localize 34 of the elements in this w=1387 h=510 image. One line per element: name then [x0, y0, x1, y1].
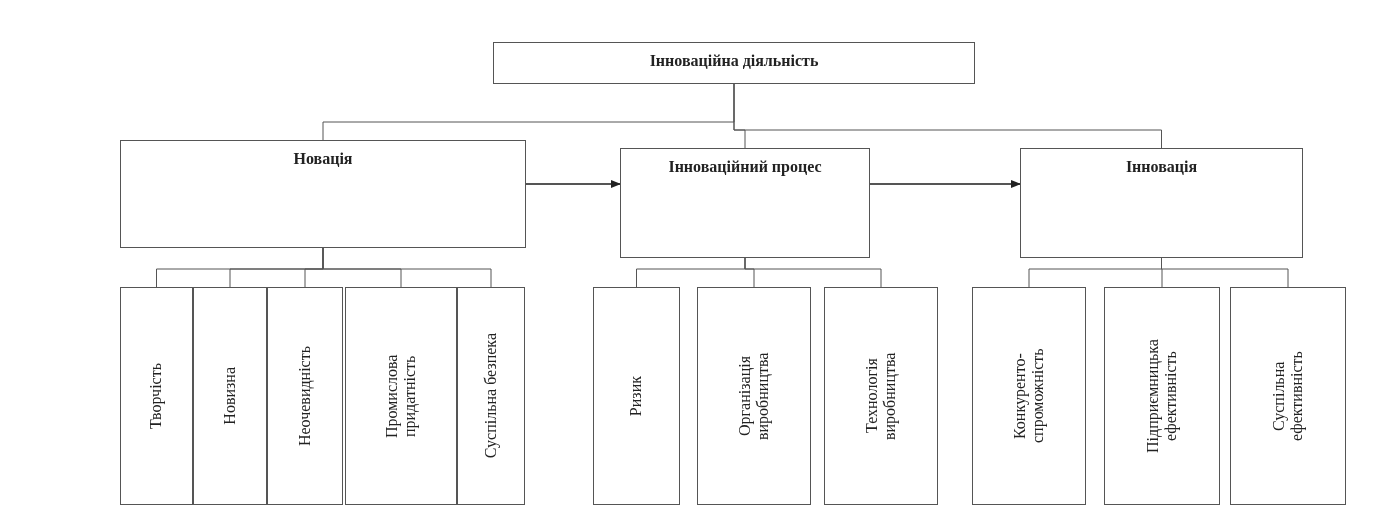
- attribute-label: Суспільна ефективність: [1269, 350, 1307, 443]
- attribute-box: [1230, 287, 1346, 505]
- concept-title: Інноваційний процес: [667, 157, 823, 177]
- attribute-box: [593, 287, 680, 505]
- attribute-label: Конкуренто-спроможність: [1010, 347, 1048, 446]
- connector-line: [733, 83, 1162, 149]
- arrow: [525, 180, 621, 188]
- attribute-box: [193, 287, 267, 505]
- attribute-label: Організація виробництва: [735, 351, 773, 442]
- attribute-label: Технологія виробництва: [862, 351, 900, 442]
- attribute-label: Новизна: [220, 367, 239, 425]
- concept-title: Інновація: [1124, 157, 1199, 177]
- concept-box: [620, 148, 870, 258]
- attribute-box: [824, 287, 938, 505]
- attribute-box: [120, 287, 193, 505]
- concept-title: Новація: [292, 149, 354, 169]
- concept-box: [1020, 148, 1303, 258]
- attribute-box: [457, 287, 525, 505]
- concept-box: [493, 42, 975, 84]
- attribute-label: Неочевидність: [295, 345, 315, 446]
- attribute-label: Ризик: [627, 375, 646, 417]
- attribute-label: Суспільна безпека: [481, 333, 501, 459]
- attribute-box: [345, 287, 457, 505]
- concept-title: Інноваційна діяльність: [648, 51, 820, 71]
- concept-box: [120, 140, 526, 248]
- attribute-label: Промислова придатність: [382, 353, 420, 440]
- attribute-label: Підприємницька ефективність: [1143, 338, 1181, 455]
- attribute-label: Творчість: [147, 363, 166, 429]
- attribute-box: [697, 287, 811, 505]
- attribute-box: [972, 287, 1086, 505]
- attribute-box: [1104, 287, 1220, 505]
- connector-line: [744, 257, 882, 288]
- attribute-box: [267, 287, 343, 505]
- arrow: [869, 180, 1021, 188]
